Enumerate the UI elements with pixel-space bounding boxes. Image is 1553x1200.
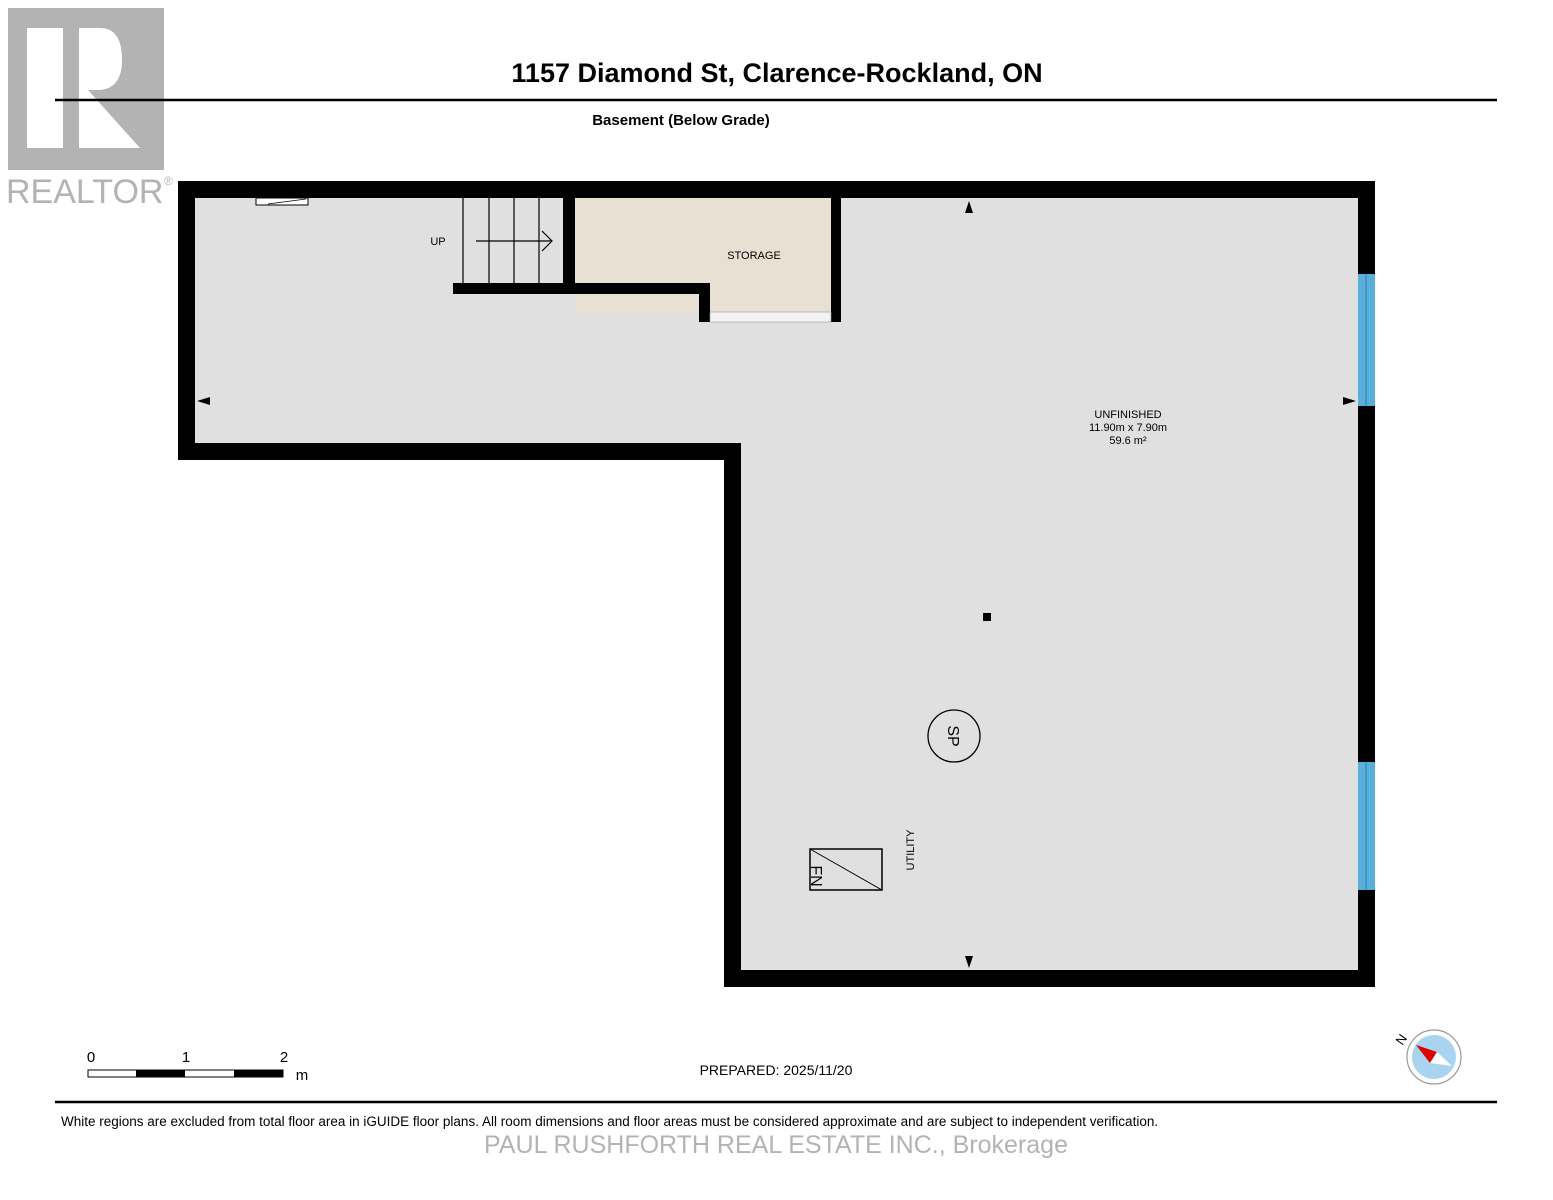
stairs [462, 198, 553, 283]
dimension-markers [197, 201, 1356, 968]
scale-tick-1: 1 [182, 1049, 190, 1066]
scale-tick-0: 0 [87, 1049, 95, 1066]
sump-pump: SP [927, 709, 981, 763]
disclaimer: White regions are excluded from total fl… [61, 1114, 1158, 1129]
unfinished-room [195, 198, 1358, 970]
realtor-logo-text: REALTOR [6, 173, 163, 211]
unfinished-area: 59.6 m² [1109, 435, 1147, 447]
interior-wall [453, 283, 710, 294]
storage-opening [709, 311, 832, 323]
column [983, 613, 991, 621]
furnace-label: FN [807, 865, 824, 886]
interior-wall [831, 181, 841, 322]
scale-unit: m [296, 1067, 309, 1084]
sump-pump-label: SP [944, 725, 961, 746]
watermark: PAUL RUSHFORTH REAL ESTATE INC., Brokera… [484, 1131, 1068, 1159]
unfinished-label: UNFINISHED [1094, 409, 1161, 421]
utility-label: UTILITY [905, 829, 917, 871]
floor-label: Basement (Below Grade) [592, 112, 770, 129]
furnace: FN [807, 848, 883, 891]
storage-label: STORAGE [727, 250, 781, 262]
page-title: 1157 Diamond St, Clarence-Rockland, ON [511, 58, 1042, 88]
stairs-up-label: UP [430, 236, 445, 248]
prepared-date: PREPARED: 2025/11/20 [700, 1062, 853, 1078]
compass-icon: N [1392, 1029, 1462, 1085]
unfinished-dimensions: 11.90m x 7.90m [1089, 422, 1167, 434]
interior-wall [563, 190, 575, 292]
registered-mark: ® [164, 174, 173, 188]
scale-tick-2: 2 [280, 1049, 288, 1066]
realtor-logo: REALTOR ® [6, 8, 173, 211]
compass-north-label: N [1392, 1031, 1410, 1047]
electrical-panel [255, 197, 309, 206]
interior-wall [699, 283, 710, 322]
scale-bar: 0 1 2 m [87, 1049, 308, 1084]
